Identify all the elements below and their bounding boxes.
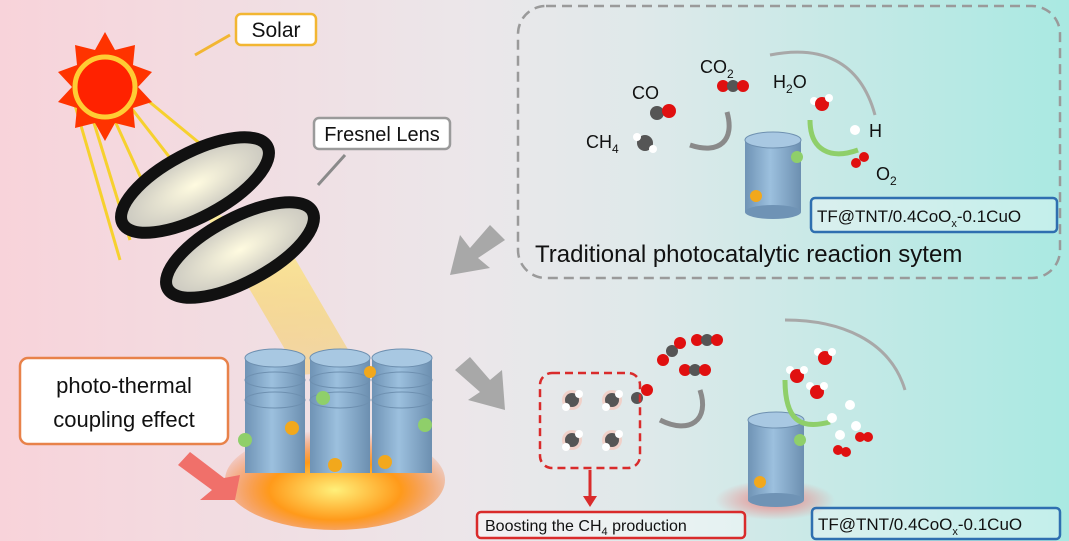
molecule-h (850, 125, 860, 135)
fresnel-lens-icon (115, 131, 320, 304)
cycle-arrow (784, 318, 907, 391)
catalyst-label: TF@TNT/0.4CoOx-0.1CuO (818, 515, 1022, 538)
reaction-arrow (782, 379, 831, 428)
sun-icon (58, 32, 221, 261)
ch4-label: CH4 (586, 132, 619, 156)
fresnel-lens-label-box: Fresnel Lens (312, 116, 452, 151)
boosting-label: Boosting the CH4 production (485, 518, 687, 538)
ch4-highlight-box (538, 371, 642, 470)
co2-molecules (631, 334, 723, 404)
reaction-arrow (689, 111, 732, 151)
photo-thermal-label-line2: coupling effect (53, 407, 194, 432)
lens-pointer-arrow (316, 153, 347, 187)
photo-thermal-label-line1: photo-thermal (56, 373, 192, 398)
catalyst-tube (744, 131, 803, 219)
solar-label: Solar (251, 19, 300, 42)
grey-arrow-right (455, 357, 505, 410)
co-label: CO (632, 83, 659, 103)
boosting-label-box: Boosting the CH4 production (475, 510, 747, 540)
co2-label: CO2 (700, 57, 734, 81)
catalyst-label-box-bottom: TF@TNT/0.4CoOx-0.1CuO (810, 506, 1062, 541)
h-and-o2-molecules (827, 400, 873, 457)
catalyst-tube (747, 411, 806, 507)
grey-arrow-left (450, 225, 505, 275)
ch4-molecules (562, 390, 623, 451)
catalyst-label-box-top: TF@TNT/0.4CoOx-0.1CuO (809, 196, 1059, 234)
reaction-arrow (658, 389, 706, 429)
molecule-h2o (810, 94, 833, 111)
molecule-co (650, 104, 676, 120)
molecule-ch4 (633, 133, 657, 153)
solar-pointer-arrow (194, 33, 231, 57)
reaction-arrow (807, 119, 859, 157)
nanotube-array (238, 348, 433, 473)
fresnel-lens-label: Fresnel Lens (324, 124, 440, 146)
o2-label: O2 (876, 164, 897, 188)
catalyst-label: TF@TNT/0.4CoOx-0.1CuO (817, 207, 1021, 230)
heat-arrow-icon (178, 452, 240, 500)
solar-label-box: Solar (234, 12, 318, 47)
h2o-molecules (786, 348, 836, 399)
photo-thermal-label-box: photo-thermal coupling effect (18, 356, 230, 446)
molecule-o2 (851, 152, 869, 168)
h-label: H (869, 121, 882, 141)
traditional-system-box (516, 4, 1062, 280)
red-down-arrow (583, 470, 597, 507)
h2o-label: H2O (773, 72, 807, 96)
molecule-co2 (717, 80, 749, 92)
traditional-system-label: Traditional photocatalytic reaction syte… (535, 241, 962, 268)
cycle-arrow (769, 50, 877, 116)
